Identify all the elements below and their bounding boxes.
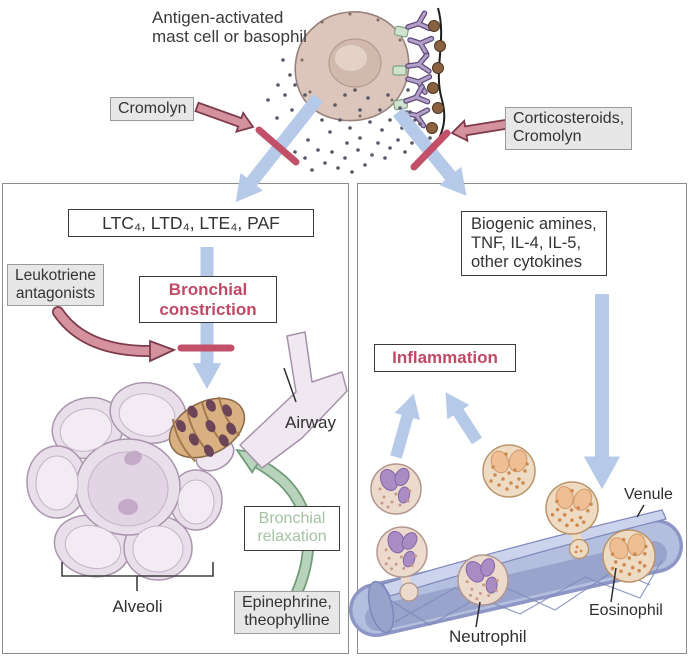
epinephrine-theophylline-box: Epinephrine, theophylline bbox=[234, 591, 340, 634]
leukocytes bbox=[370, 444, 660, 609]
airway-pointer-line bbox=[283, 367, 297, 403]
constricted-muscle-band bbox=[168, 396, 246, 463]
blue-arrow-inflammation-2 bbox=[445, 392, 483, 445]
pointer-lines bbox=[475, 504, 645, 628]
neutrophil-cell-2 bbox=[373, 523, 431, 581]
cromolyn-box: Cromolyn bbox=[110, 97, 195, 122]
mediators-left-box: LTC₄, LTD₄, LTE₄, PAF bbox=[68, 209, 314, 238]
right-panel bbox=[357, 183, 687, 654]
venule-label: Venule bbox=[624, 486, 673, 503]
alveoli-label: Alveoli bbox=[112, 597, 163, 616]
pathway-arrows bbox=[192, 93, 621, 490]
blue-arrow-to-right-panel bbox=[392, 107, 467, 196]
ige-antibodies bbox=[403, 10, 435, 129]
eosinophil-cell-1 bbox=[482, 444, 536, 498]
neutrophil-pointer-line bbox=[475, 601, 481, 628]
airway-label: Airway bbox=[285, 413, 337, 432]
inhibition-bar-right bbox=[410, 129, 451, 171]
eosinophil-label: Eosinophil bbox=[589, 602, 663, 619]
blue-arrow-inflammation-1 bbox=[390, 393, 421, 459]
mediators-right-box: Biogenic amines, TNF, IL-4, IL-5, other … bbox=[461, 211, 607, 276]
leukotriene-arrow bbox=[52, 306, 177, 363]
alveoli-bracket bbox=[61, 562, 214, 591]
left-panel bbox=[2, 183, 349, 654]
cromolyn-arrow bbox=[194, 101, 255, 134]
corticosteroids-box: Corticosteroids, Cromolyn bbox=[505, 107, 633, 150]
blue-arrow-to-left-panel bbox=[235, 93, 324, 202]
mast-cell-illustration bbox=[260, 7, 446, 174]
alveoli-illustration bbox=[26, 381, 223, 581]
inflammation-box: Inflammation bbox=[374, 344, 516, 372]
corticosteroids-arrow bbox=[450, 118, 510, 143]
eosinophil-pointer-line bbox=[610, 567, 617, 603]
neutrophil-cell-1 bbox=[370, 463, 422, 515]
antigen-particles bbox=[426, 20, 446, 134]
inhibition-bars bbox=[177, 126, 451, 352]
venule-pointer-line bbox=[636, 504, 645, 518]
bronchial-relaxation-box: Bronchial relaxation bbox=[244, 506, 340, 551]
ige-receptors bbox=[392, 25, 409, 111]
inhibition-bar-left bbox=[255, 126, 300, 166]
figure-title: Antigen-activated mast cell or basophil bbox=[152, 8, 307, 47]
leukotriene-antagonists-box: Leukotriene antagonists bbox=[7, 264, 105, 306]
neutrophil-label: Neutrophil bbox=[449, 627, 527, 646]
drug-arrows bbox=[52, 101, 510, 363]
bronchial-constriction-box: Bronchial constriction bbox=[139, 276, 277, 324]
antigen-surface-line bbox=[436, 7, 446, 143]
